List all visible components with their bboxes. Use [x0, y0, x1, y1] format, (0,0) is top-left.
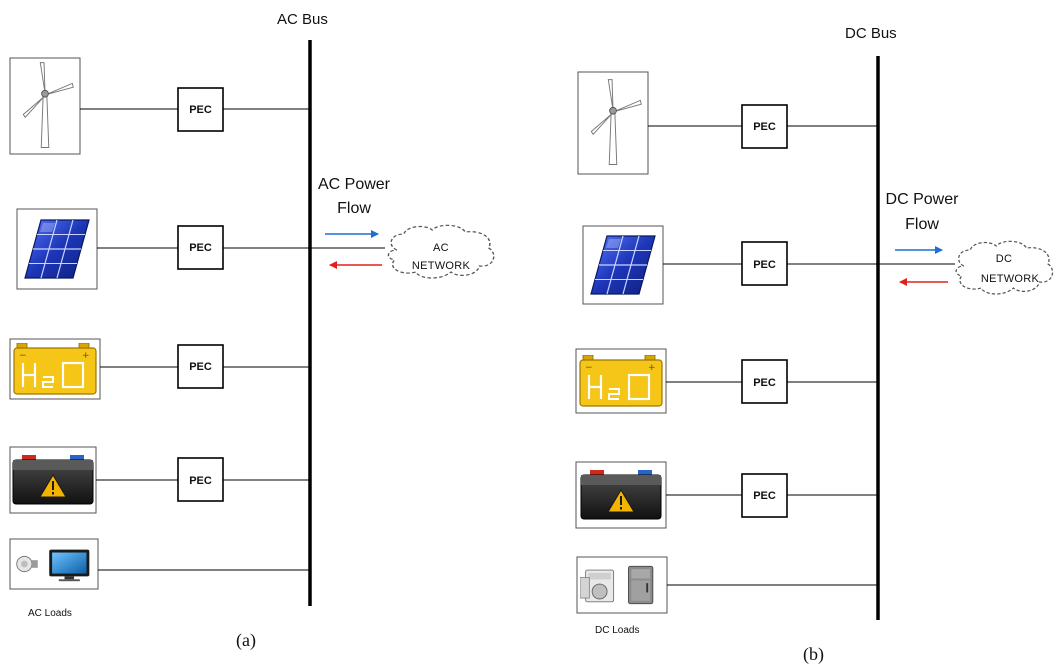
caption-a: (a) — [236, 630, 256, 651]
hydrogen-fuel-cell-icon — [579, 355, 663, 407]
ac-loads-label: AC Loads — [28, 608, 72, 619]
dc-bus-label: DC Bus — [845, 25, 897, 42]
svg-text:PEC: PEC — [753, 490, 776, 502]
ac-network-label-line2: NETWORK — [412, 260, 471, 272]
pec-box: PEC — [741, 241, 788, 286]
battery-icon — [580, 470, 662, 520]
dc-network-label-line2: NETWORK — [981, 273, 1040, 285]
pec-box: PEC — [741, 359, 788, 404]
panel-b: DC Bus DC Loads PEC PEC — [575, 25, 1054, 665]
ac-flow-label-line2: Flow — [337, 200, 371, 217]
dc-loads-label: DC Loads — [595, 625, 639, 636]
pec-box: PEC — [177, 344, 224, 389]
battery-icon — [12, 455, 94, 505]
svg-text:PEC: PEC — [753, 259, 776, 271]
caption-b: (b) — [803, 644, 824, 665]
hydrogen-fuel-cell-icon — [13, 343, 97, 395]
pec-box: PEC — [741, 473, 788, 518]
pec-box: PEC — [177, 225, 224, 270]
dc-flow-label-line1: DC Power — [886, 191, 960, 208]
ac-bus-label: AC Bus — [277, 11, 328, 28]
pec-box: PEC — [177, 87, 224, 132]
svg-text:PEC: PEC — [189, 361, 212, 373]
dc-network-label-line1: DC — [996, 253, 1013, 265]
dc-flow-label-line2: Flow — [905, 216, 939, 233]
svg-text:PEC: PEC — [753, 377, 776, 389]
svg-text:PEC: PEC — [189, 104, 212, 116]
pec-box: PEC — [177, 457, 224, 502]
dc-network-cloud — [955, 240, 1054, 295]
ac-flow-label-line1: AC Power — [318, 176, 391, 193]
ac-network-label-line1: AC — [433, 242, 449, 254]
svg-text:PEC: PEC — [189, 242, 212, 254]
panel-a: AC Bus AC Loads PEC PEC — [9, 11, 495, 651]
svg-text:PEC: PEC — [189, 475, 212, 487]
pec-box: PEC — [741, 104, 788, 149]
svg-text:PEC: PEC — [753, 121, 776, 133]
